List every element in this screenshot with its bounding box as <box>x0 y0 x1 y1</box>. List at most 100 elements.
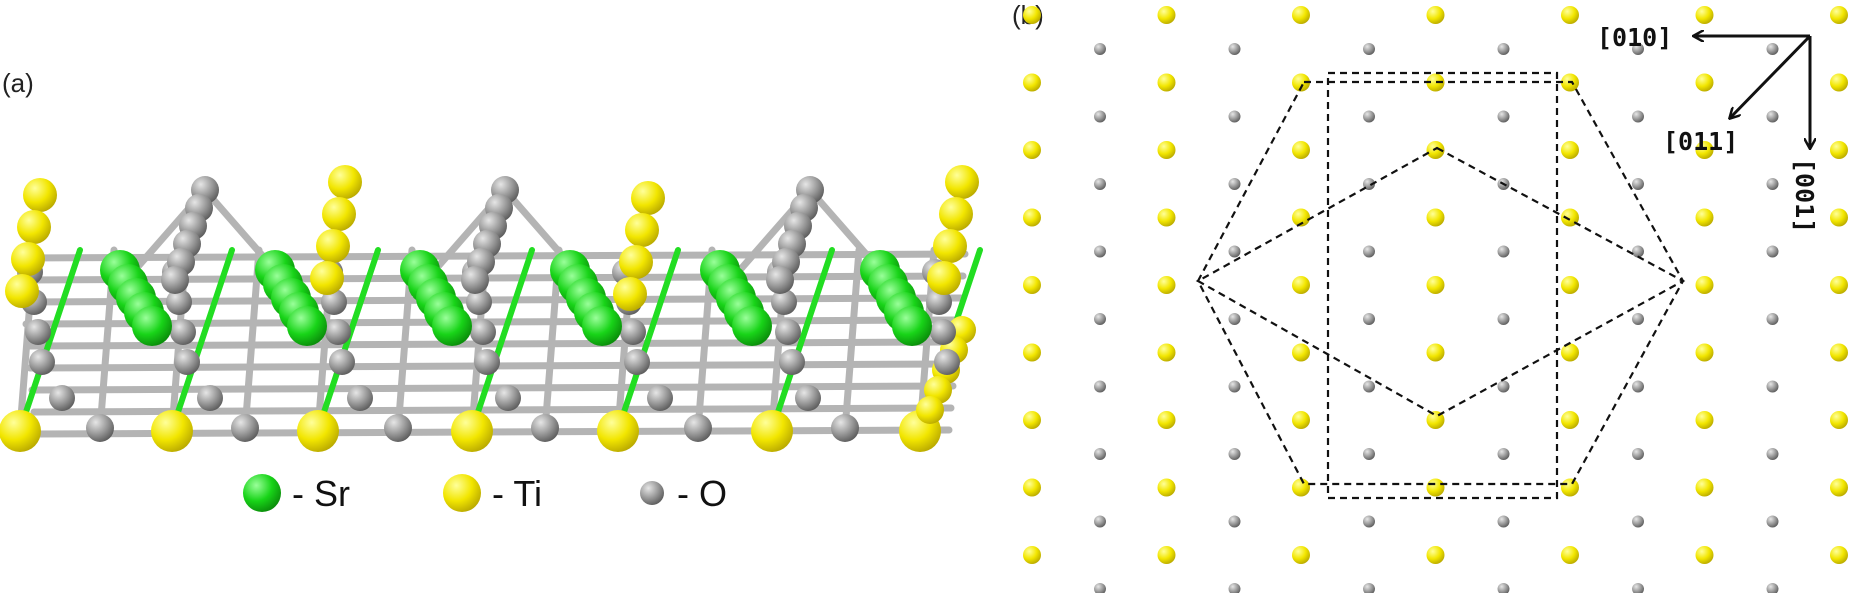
ti-atom <box>916 396 944 424</box>
slab-bond <box>20 294 965 306</box>
ti-atom <box>1561 6 1579 24</box>
o-atom <box>1228 380 1241 393</box>
ti-atom <box>23 178 57 212</box>
rhombic-cell-outline <box>1195 146 1686 418</box>
ti-atom <box>927 261 961 295</box>
o-atom <box>1363 178 1375 190</box>
axis-arrow-011 <box>1730 34 1812 118</box>
o-atom <box>1766 110 1779 123</box>
o-atom <box>1766 380 1779 393</box>
o-atom <box>1094 110 1106 123</box>
ti-atom <box>1292 208 1310 227</box>
ti-atom <box>1292 411 1310 429</box>
ti-atom <box>613 277 647 311</box>
o-atom <box>1497 110 1510 123</box>
o-atom <box>1497 245 1510 258</box>
ti-atom <box>1292 141 1310 159</box>
ti-atom <box>1830 411 1848 429</box>
o-atom <box>831 414 859 442</box>
o-atom <box>1228 583 1241 593</box>
ti-atom <box>933 229 967 263</box>
ti-atom <box>1830 276 1848 294</box>
o-atom <box>1497 380 1510 393</box>
o-atom <box>1094 380 1106 393</box>
ti-atom <box>1695 343 1714 362</box>
o-atom <box>1363 515 1375 528</box>
ti-atom <box>1830 208 1848 227</box>
o-atom <box>1228 245 1241 258</box>
sr-atom <box>432 306 472 346</box>
legend: - Sr - Ti - O <box>243 473 727 514</box>
ti-atom <box>1292 6 1310 24</box>
ti-atom <box>328 165 362 199</box>
o-atom <box>684 414 712 442</box>
o-atom <box>620 319 646 345</box>
ti-atom <box>1695 276 1714 294</box>
legend-marker-o <box>640 481 664 505</box>
o-atom <box>231 414 259 442</box>
ti-atom <box>1830 343 1848 362</box>
o-atom <box>1094 178 1106 190</box>
o-atom <box>934 349 960 375</box>
o-atom <box>384 414 412 442</box>
o-atom <box>766 266 794 294</box>
o-atom <box>647 385 673 411</box>
panel-b-lattice-view: (b) [010] [011] [001] <box>1012 0 1848 593</box>
ti-atom <box>1695 208 1714 227</box>
o-atom <box>470 319 496 345</box>
ti-atom <box>1695 73 1714 92</box>
ti-atom <box>1695 141 1714 159</box>
o-atom <box>321 289 347 315</box>
ti-atom <box>1023 141 1041 159</box>
sr-o-bond <box>615 247 681 433</box>
o-atom <box>170 319 196 345</box>
ti-atom <box>17 210 51 244</box>
ti-atom <box>631 181 665 215</box>
o-atom <box>1228 43 1241 55</box>
ti-atom <box>1426 276 1445 294</box>
legend-marker-ti <box>443 474 481 512</box>
ti-atom <box>1695 546 1714 564</box>
ti-atom <box>751 410 793 452</box>
o-atom <box>461 266 489 294</box>
o-atom <box>1363 313 1375 325</box>
o-atom <box>1632 583 1644 593</box>
axis-label-011: [011] <box>1663 127 1738 156</box>
ti-atom <box>1292 73 1310 92</box>
slab-bond <box>30 404 955 416</box>
o-atom <box>347 385 373 411</box>
o-atom <box>531 414 559 442</box>
o-atom <box>1632 178 1644 190</box>
ti-atom <box>1157 343 1176 362</box>
o-atom <box>1766 43 1779 55</box>
o-atom <box>1094 43 1106 55</box>
ti-atom <box>1561 478 1579 497</box>
o-atom <box>771 289 797 315</box>
o-atom <box>1766 245 1779 258</box>
o-atom <box>474 349 500 375</box>
o-atom <box>1094 583 1106 593</box>
ti-atom <box>1023 411 1041 429</box>
ti-atom <box>1157 73 1176 92</box>
ti-atom <box>1561 411 1579 429</box>
o-atom <box>466 289 492 315</box>
legend-label-ti: - Ti <box>492 473 542 514</box>
o-atom <box>329 349 355 375</box>
ti-atom <box>1292 276 1310 294</box>
legend-label-sr: - Sr <box>292 473 350 514</box>
o-atom <box>1363 380 1375 393</box>
o-atom <box>1228 110 1241 123</box>
o-atom <box>1497 448 1510 460</box>
sr-o-bond <box>769 247 835 433</box>
sr-o-bond <box>469 247 535 433</box>
ti-atom <box>1023 208 1041 227</box>
ti-atom <box>1426 478 1445 497</box>
o-atom <box>1766 448 1779 460</box>
ti-atom <box>1023 6 1041 24</box>
ti-atom <box>1426 343 1445 362</box>
o-atom <box>624 349 650 375</box>
o-atom <box>1228 448 1241 460</box>
o-atom <box>1094 313 1106 325</box>
o-atom <box>1363 245 1375 258</box>
o-atom <box>1094 515 1106 528</box>
